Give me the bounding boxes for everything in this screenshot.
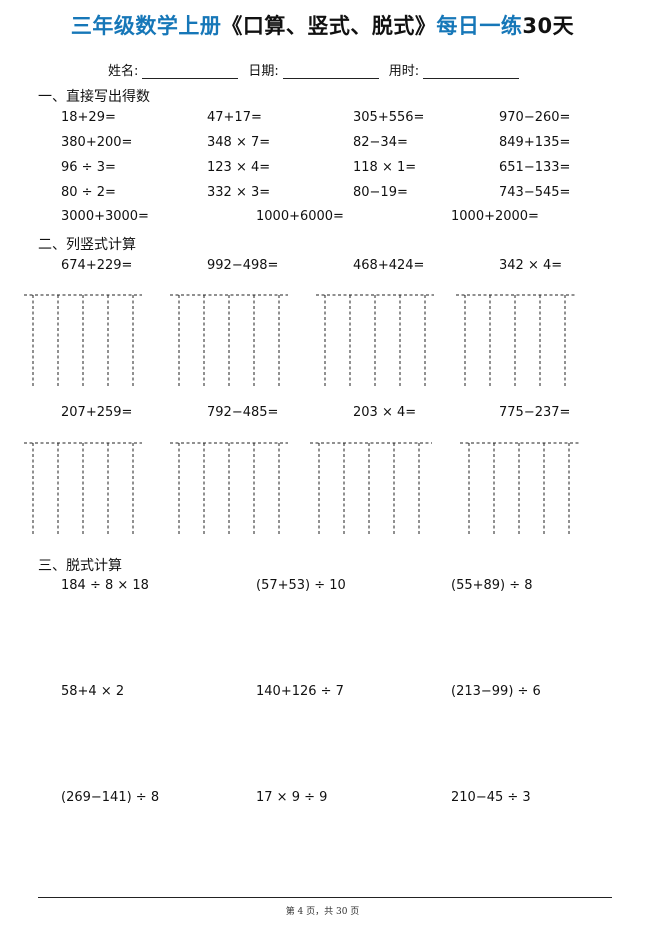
- step-problem: (57+53) ÷ 10: [256, 578, 346, 593]
- oral-problem: 47+17=: [207, 110, 262, 125]
- oral-problem: 849+135=: [499, 135, 571, 150]
- vertical-problem: 468+424=: [353, 258, 425, 273]
- date-field[interactable]: 日期:: [248, 60, 379, 79]
- vertical-problem: 203 × 4=: [353, 405, 417, 420]
- title-part-2: 《口算、竖式、脱式》: [221, 14, 437, 38]
- name-label: 姓名:: [108, 64, 139, 79]
- oral-problem: 80 ÷ 2=: [61, 185, 116, 200]
- step-problem: 17 × 9 ÷ 9: [256, 790, 328, 805]
- step-problem: (213−99) ÷ 6: [451, 684, 541, 699]
- vertical-problem: 207+259=: [61, 405, 133, 420]
- vertical-calc-grid[interactable]: [456, 292, 578, 392]
- footer-divider: [38, 897, 612, 898]
- page-number: 第 4 页，共 30 页: [285, 907, 360, 917]
- page-title: 三年级数学上册《口算、竖式、脱式》每日一练30天: [0, 10, 645, 40]
- step-problem: 58+4 × 2: [61, 684, 125, 699]
- oral-problem: 80−19=: [353, 185, 408, 200]
- oral-problem: 380+200=: [61, 135, 133, 150]
- time-blank[interactable]: [423, 66, 520, 79]
- vertical-calc-grid[interactable]: [170, 440, 290, 540]
- name-blank[interactable]: [142, 66, 239, 79]
- step-problem: 184 ÷ 8 × 18: [61, 578, 149, 593]
- oral-problem: 1000+2000=: [451, 209, 539, 224]
- date-label: 日期:: [248, 64, 279, 79]
- vertical-problem: 992−498=: [207, 258, 279, 273]
- section-2-heading: 二、列竖式计算: [38, 237, 136, 253]
- oral-problem: 348 × 7=: [207, 135, 271, 150]
- time-field[interactable]: 用时:: [388, 60, 520, 79]
- vertical-calc-grid[interactable]: [310, 440, 434, 540]
- oral-problem: 82−34=: [353, 135, 408, 150]
- oral-problem: 651−133=: [499, 160, 571, 175]
- vertical-calc-grid[interactable]: [316, 292, 436, 392]
- step-problem: (55+89) ÷ 8: [451, 578, 533, 593]
- section-3-heading: 三、脱式计算: [38, 558, 122, 574]
- oral-problem: 1000+6000=: [256, 209, 344, 224]
- time-label: 用时:: [388, 64, 420, 79]
- title-part-4: 30天: [522, 14, 575, 38]
- oral-problem: 96 ÷ 3=: [61, 160, 116, 175]
- vertical-problem: 674+229=: [61, 258, 133, 273]
- info-row: 姓名: 日期: 用时:: [108, 60, 523, 79]
- oral-problem: 3000+3000=: [61, 209, 149, 224]
- vertical-problem: 342 × 4=: [499, 258, 563, 273]
- oral-problem: 123 × 4=: [207, 160, 271, 175]
- oral-problem: 332 × 3=: [207, 185, 271, 200]
- title-part-1: 三年级数学上册: [70, 14, 222, 38]
- oral-problem: 305+556=: [353, 110, 425, 125]
- vertical-calc-grid[interactable]: [170, 292, 290, 392]
- date-blank[interactable]: [282, 66, 379, 79]
- oral-problem: 743−545=: [499, 185, 571, 200]
- step-problem: 140+126 ÷ 7: [256, 684, 344, 699]
- vertical-calc-grid[interactable]: [24, 292, 144, 392]
- oral-problem: 970−260=: [499, 110, 571, 125]
- vertical-problem: 792−485=: [207, 405, 279, 420]
- name-field[interactable]: 姓名:: [108, 60, 239, 79]
- step-problem: (269−141) ÷ 8: [61, 790, 160, 805]
- section-1-heading: 一、直接写出得数: [38, 89, 150, 105]
- oral-problem: 18+29=: [61, 110, 116, 125]
- title-part-3: 每日一练: [436, 14, 523, 38]
- vertical-calc-grid[interactable]: [460, 440, 582, 540]
- vertical-problem: 775−237=: [499, 405, 571, 420]
- step-problem: 210−45 ÷ 3: [451, 790, 531, 805]
- vertical-calc-grid[interactable]: [24, 440, 144, 540]
- oral-problem: 118 × 1=: [353, 160, 417, 175]
